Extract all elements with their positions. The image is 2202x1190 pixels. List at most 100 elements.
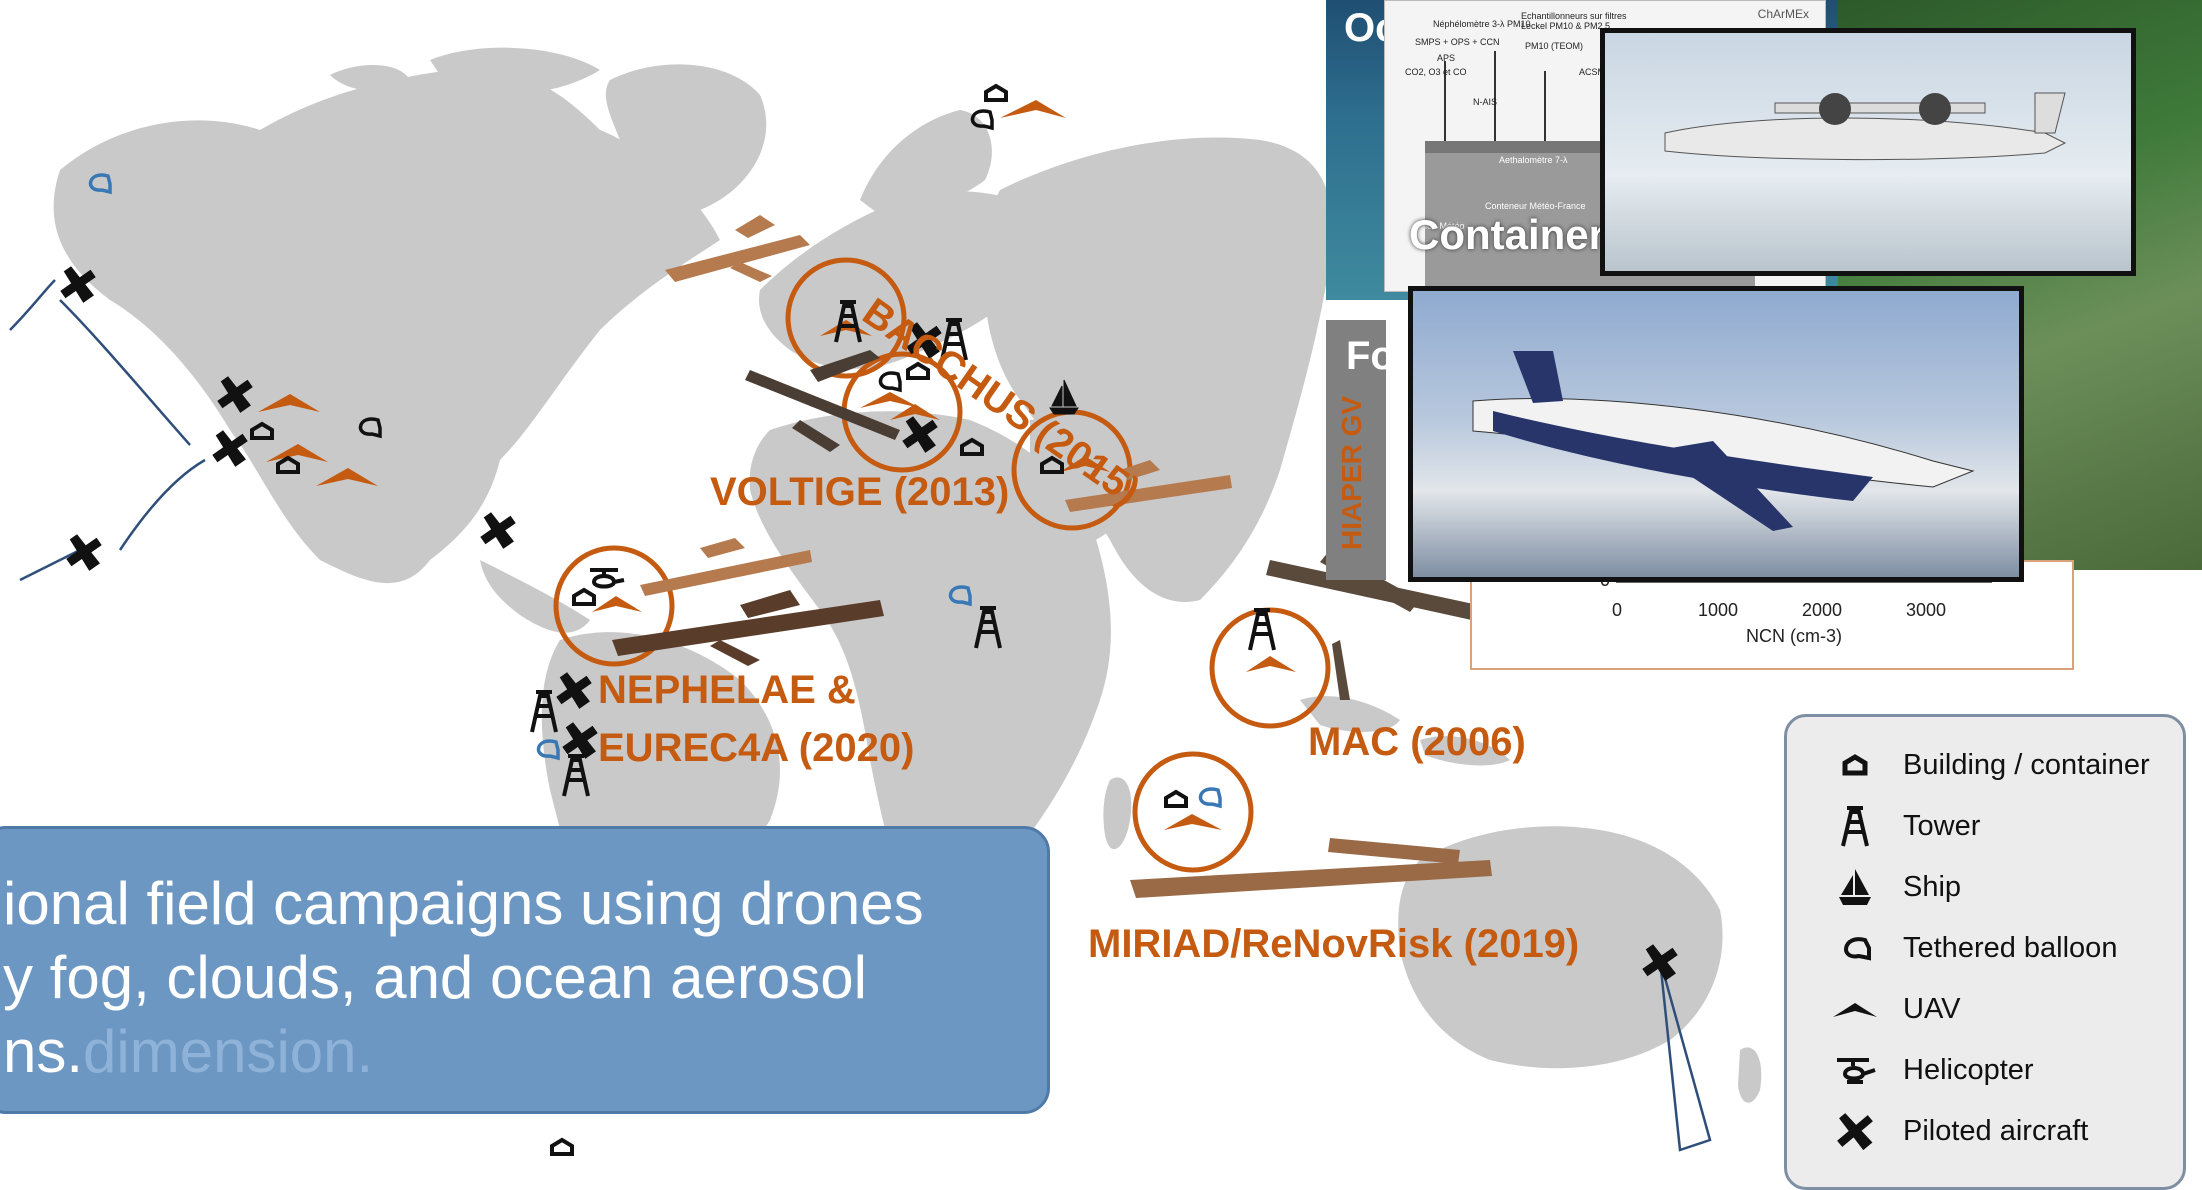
drone-miriad: [1130, 838, 1492, 898]
canada-islands: [330, 47, 600, 95]
callout-line-3-ghost: dimension.: [83, 1018, 374, 1085]
legend-label-ship: Ship: [1903, 871, 1962, 903]
tethered-balloon-icon: [878, 371, 902, 393]
legend-label-helicopter: Helicopter: [1903, 1054, 2034, 1086]
uav-icon: [1000, 100, 1066, 118]
tethered-balloon-icon: [1198, 787, 1222, 809]
schematic-label-5: PM10 (TEOM): [1525, 41, 1584, 51]
helicopter-icon: [1837, 1058, 1876, 1084]
building-icon: [550, 1137, 574, 1156]
track-west: [9, 279, 56, 331]
legend-box: Building / container Tower Ship Tethered…: [1784, 714, 2186, 1190]
tethered-balloon-icon: [536, 739, 560, 761]
symbol-markers: [60, 83, 1678, 1156]
tower-icon: [530, 690, 558, 733]
africa: [749, 411, 1111, 908]
inset-xlabel: NCN (cm-3): [1746, 626, 1842, 646]
schematic-label-12: Station Météo: [1409, 221, 1465, 231]
legend-label-tower: Tower: [1903, 810, 1981, 842]
schematic-label-4: SMPS + OPS + CCN: [1415, 37, 1500, 47]
tower-icon: [834, 300, 862, 343]
legend-item-aircraft: Piloted aircraft: [1787, 1105, 2183, 1155]
building-icon: [1164, 789, 1188, 808]
tethered-balloons: [88, 173, 1222, 809]
building-icon: [1842, 754, 1868, 776]
legend-label-aircraft: Piloted aircraft: [1903, 1115, 2089, 1147]
photo-fo-tag: Fo: [1346, 334, 1386, 378]
schematic-label-2: Echantillonneurs sur filtres: [1521, 11, 1627, 21]
new-zealand: [1738, 1047, 1762, 1103]
scandinavia: [860, 110, 992, 215]
uav-icon: [860, 392, 920, 408]
building-icon: [906, 361, 930, 380]
legend-item-helicopter: Helicopter: [1787, 1044, 2183, 1094]
atr-aircraft-drawing: [1664, 92, 2067, 161]
building-icon: [984, 83, 1008, 102]
campaign-label-mac: MAC (2006): [1308, 720, 1526, 764]
piloted-aircraft-icon: [906, 322, 942, 359]
madagascar: [1103, 777, 1132, 850]
circle-bacchus: [785, 257, 907, 379]
track-alaska: [59, 299, 191, 446]
uav-icon: [258, 394, 320, 412]
indonesia: [1300, 696, 1510, 766]
legend-label-uav: UAV: [1903, 993, 1961, 1025]
legend-item-uav: UAV: [1787, 983, 2183, 1033]
uav-icon: [1246, 656, 1296, 672]
australia: [1398, 826, 1723, 1069]
piloted-aircraft-icon: [1642, 944, 1678, 981]
building-icon: [1040, 455, 1064, 474]
tethered-balloon-icon: [358, 417, 382, 439]
inset-xtick-2000: 2000: [1802, 600, 1843, 620]
inset-xtick-3000: 3000: [1906, 600, 1947, 620]
piloted-aircraft-icon: [212, 430, 248, 467]
campaign-label-miriad: MIRIAD/ReNovRisk (2019): [1088, 922, 1580, 966]
tethered-balloons-black: [358, 109, 994, 439]
piloted-aircraft-icon: [556, 672, 592, 709]
campaign-label-nephelae: NEPHELAE &: [598, 668, 856, 712]
piloted-aircraft-icon: [902, 416, 938, 453]
legend-item-tower: Tower: [1787, 800, 2183, 850]
building-icon: [960, 437, 984, 456]
tethered-balloon-icon: [948, 585, 972, 607]
legend-item-balloon: Tethered balloon: [1787, 922, 2183, 972]
legend-label-balloon: Tethered balloon: [1903, 932, 2118, 964]
building-icon: [250, 421, 274, 440]
drone-north-atlantic: [665, 215, 810, 282]
piloted-aircraft-icon: [562, 722, 598, 759]
north-america: [53, 68, 720, 584]
legend-label-building: Building / container: [1903, 749, 2150, 781]
schematic-label-9: N-AIS: [1473, 97, 1498, 107]
building-icon: [276, 455, 300, 474]
drone-eastmed: [1065, 460, 1232, 512]
photo-gulfstream-aircraft: [1408, 286, 2024, 582]
circle-nephelae: [553, 545, 675, 667]
photo-fo-panel: Fo HIAPER GV: [1326, 320, 1386, 580]
legend-item-ship: Ship: [1787, 861, 2183, 911]
asia: [983, 137, 1333, 602]
europe: [759, 191, 1051, 369]
gulfstream-aircraft-drawing: [1472, 351, 1975, 531]
uav-icon: [1833, 1003, 1877, 1017]
ship-icon: [1049, 379, 1079, 415]
schematic-logo: ChArMEx: [1757, 7, 1809, 21]
central-america: [480, 560, 590, 633]
piloted-aircraft-icon: [217, 376, 253, 413]
tethered-balloon-icon: [1844, 937, 1871, 961]
schematic-label-1: Néphélomètre 3-λ PM10: [1433, 19, 1531, 29]
hiaper-label: HIAPER GV: [1336, 395, 1367, 550]
tower-icon: [1248, 608, 1276, 651]
tower-icon: [1841, 806, 1869, 847]
helicopter-icon: [590, 568, 625, 589]
drone-atlantic-2: [612, 590, 884, 666]
inset-xtick-1000: 1000: [1698, 600, 1739, 620]
callout-line-3-text: ns.: [3, 1018, 84, 1085]
schematic-label-6: APS: [1437, 53, 1456, 63]
tower-icon: [974, 606, 1002, 649]
track-australia: [1658, 959, 1712, 1152]
tower-icon: [562, 754, 590, 797]
uav-icon: [1164, 814, 1222, 830]
drone-voltige: [745, 350, 900, 452]
uav-icon: [266, 444, 328, 462]
